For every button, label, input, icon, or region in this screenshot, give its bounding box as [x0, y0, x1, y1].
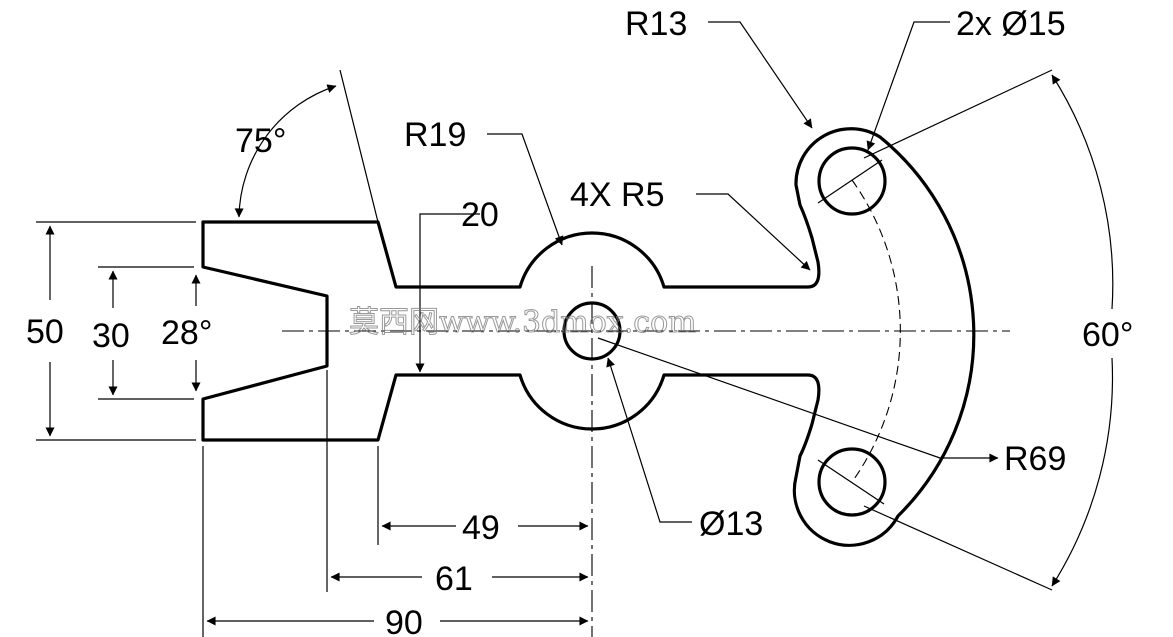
r69-arc-centerline: [851, 179, 901, 483]
upper-hole-axis: [817, 159, 883, 204]
watermark: 莫西网www.3dmox.com: [349, 305, 697, 340]
extension-lines: [36, 69, 1053, 637]
centerlines: [282, 159, 1010, 637]
label-d13: Ø13: [699, 505, 763, 543]
center-hole: [562, 301, 622, 361]
label-60-deg: 60°: [1082, 316, 1133, 354]
part-outline: [201, 127, 976, 547]
main-profile: [201, 127, 976, 547]
label-4x-r5: 4X R5: [570, 176, 665, 214]
upper-hole: [817, 146, 887, 216]
dimension-lines: [45, 21, 1114, 626]
label-50: 50: [26, 313, 64, 351]
label-61: 61: [435, 560, 473, 598]
lower-hole: [817, 447, 887, 517]
label-r69: R69: [1004, 440, 1066, 478]
label-30: 30: [92, 317, 130, 355]
label-r13: R13: [625, 5, 687, 43]
label-75-deg: 75°: [235, 122, 286, 160]
label-28-deg: 28°: [161, 314, 212, 352]
dimension-labels: R13 2x Ø15 R19 4X R5 75° 20 50 30 28° 60…: [26, 5, 1133, 637]
lower-hole-axis: [817, 459, 885, 505]
label-r19: R19: [404, 116, 466, 154]
label-90: 90: [385, 604, 423, 637]
label-2x-d15: 2x Ø15: [956, 5, 1066, 43]
label-49: 49: [462, 509, 500, 547]
label-20: 20: [461, 196, 499, 234]
